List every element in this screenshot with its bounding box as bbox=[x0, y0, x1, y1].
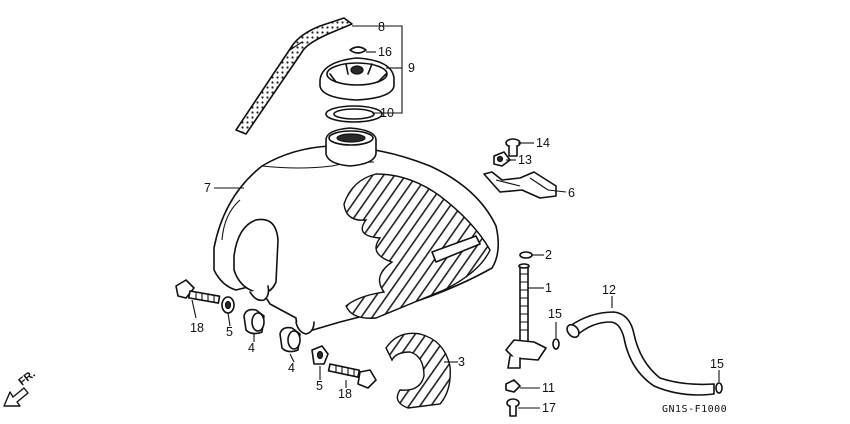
callout-10: 10 bbox=[380, 106, 394, 120]
callout-9: 9 bbox=[408, 61, 415, 75]
callout-6: 6 bbox=[568, 186, 575, 200]
collar-left bbox=[221, 296, 235, 314]
cock-washer bbox=[519, 251, 533, 259]
tube-clip-upper bbox=[552, 338, 560, 350]
callout-labels: 1 2 3 4 4 5 5 6 7 8 9 10 11 12 13 14 15 … bbox=[190, 20, 724, 415]
callout-7: 7 bbox=[204, 181, 211, 195]
front-direction-label: FR. bbox=[16, 368, 37, 388]
callout-14: 14 bbox=[536, 136, 550, 150]
callout-5-right: 5 bbox=[316, 379, 323, 393]
callout-18-left: 18 bbox=[190, 321, 204, 335]
leader-lines bbox=[191, 25, 720, 409]
tank-band bbox=[385, 332, 451, 409]
callout-17: 17 bbox=[542, 401, 556, 415]
cock-nut bbox=[505, 379, 521, 393]
diagram-code: GN1S-F1000 bbox=[662, 404, 727, 415]
callout-11: 11 bbox=[542, 381, 555, 395]
breather-tube bbox=[235, 17, 353, 135]
callout-2: 2 bbox=[545, 248, 552, 262]
callout-18-right: 18 bbox=[338, 387, 352, 401]
cap-gasket bbox=[325, 105, 383, 123]
tank-mount-bracket bbox=[483, 171, 557, 199]
mount-bolt-left bbox=[175, 279, 221, 304]
callout-12: 12 bbox=[602, 283, 616, 297]
fuel-cock bbox=[505, 263, 547, 369]
callout-4-left: 4 bbox=[248, 341, 255, 355]
tube-clip-lower bbox=[715, 382, 723, 394]
arrow-down-left-icon bbox=[3, 387, 29, 407]
rubber-left bbox=[243, 308, 265, 335]
fuel-cap bbox=[319, 57, 395, 101]
front-direction-indicator: FR. bbox=[3, 368, 38, 407]
callout-1: 1 bbox=[545, 281, 552, 295]
fuel-tank bbox=[213, 127, 500, 335]
callout-8: 8 bbox=[378, 20, 385, 34]
cock-screw bbox=[506, 398, 520, 417]
rubber-right bbox=[279, 326, 301, 353]
callout-15-upper: 15 bbox=[548, 307, 562, 321]
callout-16: 16 bbox=[378, 45, 392, 59]
callout-15-lower: 15 bbox=[710, 357, 724, 371]
callout-3: 3 bbox=[458, 355, 465, 369]
bracket-nut bbox=[493, 151, 511, 167]
mount-bolt-right bbox=[327, 363, 377, 389]
callout-4-right: 4 bbox=[288, 361, 295, 375]
collar-right bbox=[311, 345, 329, 365]
fuel-tube bbox=[566, 311, 715, 396]
callout-13: 13 bbox=[518, 153, 532, 167]
tube-clip bbox=[349, 46, 367, 54]
callout-5-left: 5 bbox=[226, 325, 233, 339]
